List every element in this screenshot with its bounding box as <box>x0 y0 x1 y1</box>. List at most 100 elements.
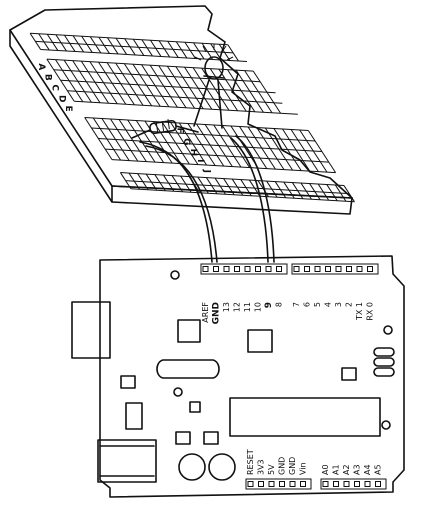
breadboard-grid-line <box>74 101 298 114</box>
usb-connector <box>72 302 110 358</box>
capacitor <box>176 432 190 444</box>
header-pin <box>280 482 285 487</box>
header-pin <box>214 267 219 272</box>
pin-label: Vin <box>299 462 308 475</box>
header-pin <box>357 267 362 272</box>
header-pin <box>290 482 295 487</box>
header-pin <box>326 267 331 272</box>
pin-label: 12 <box>233 302 242 312</box>
header-pin <box>305 267 310 272</box>
header-pin <box>368 267 373 272</box>
header-pin <box>259 482 264 487</box>
breadboard-grid-line <box>120 173 344 186</box>
breadboard-grid-line <box>98 139 322 152</box>
power-jack-detail <box>100 446 154 476</box>
breadboard-grid-line <box>131 189 355 202</box>
pin-label: A2 <box>342 464 351 475</box>
crystal-oscillator <box>157 360 219 378</box>
breadboard-row-letter: C <box>50 84 60 91</box>
digital-pin-header: AREFGND1312111098 765432TX 1RX 0 <box>201 264 378 324</box>
led-rim <box>204 76 224 78</box>
pin-label: 4 <box>324 302 333 307</box>
pin-label: A4 <box>363 464 372 475</box>
reset-button <box>179 454 205 480</box>
breadboard-row-letter: J <box>202 169 212 173</box>
breadboard-left-edge <box>10 30 112 202</box>
header-pin <box>245 267 250 272</box>
header-pin <box>355 482 360 487</box>
header-pin <box>336 267 341 272</box>
header-pin <box>266 267 271 272</box>
header-pin <box>203 267 208 272</box>
header-housing <box>246 479 311 489</box>
analog-pin-header: A0A1A2A3A4A5 <box>321 464 386 489</box>
pin-label: 3V3 <box>257 459 266 475</box>
capacitor <box>204 432 218 444</box>
header-pin <box>301 482 306 487</box>
pin-label: 11 <box>243 302 252 312</box>
pin-label: RX 0 <box>366 302 375 321</box>
breadboard: ABCDE FGHIJ <box>10 6 355 214</box>
pin-label: TX 1 <box>355 302 364 321</box>
led-leg-short <box>194 80 209 126</box>
pin-label: 5V <box>267 464 276 475</box>
breadboard-grid-line <box>92 128 316 141</box>
pin-label: 3 <box>334 302 343 307</box>
arduino-board: AREFGND1312111098765432TX 1RX 0 RESET3V3… <box>72 256 404 497</box>
header-pin <box>256 267 261 272</box>
pin-label: 5 <box>313 302 322 307</box>
header-pin <box>277 267 282 272</box>
pin-label: GND <box>278 457 287 475</box>
header-pin <box>323 482 328 487</box>
pin-label: 8 <box>275 302 284 307</box>
power-pin-header: RESET3V35VGNDGNDVin <box>246 449 311 489</box>
pin-label: GND <box>288 457 297 475</box>
header-pin <box>334 482 339 487</box>
breadboard-front-edge <box>112 198 352 214</box>
breadboard-grid-line <box>308 130 335 172</box>
pin-label: 7 <box>292 302 301 307</box>
breadboard-row-letter: H <box>188 149 198 157</box>
breadboard-grid-line <box>105 149 329 162</box>
header-pin <box>224 267 229 272</box>
breadboard-row-letter: E <box>63 105 73 111</box>
breadboard-row-letter: G <box>181 138 191 145</box>
pin-label: A1 <box>332 464 341 475</box>
header-pin <box>248 482 253 487</box>
header-pin <box>315 267 320 272</box>
mounting-hole <box>174 388 182 396</box>
header-pin <box>347 267 352 272</box>
led-leg-long <box>218 80 222 128</box>
breadboard-row-letter: B <box>43 74 53 81</box>
pin-label: A3 <box>353 464 362 475</box>
pin-label: 13 <box>222 302 231 312</box>
icsp-header <box>374 348 394 376</box>
mounting-hole <box>384 326 392 334</box>
header-pin <box>235 267 240 272</box>
breadboard-row-letter: A <box>36 63 46 70</box>
voltage-regulator <box>178 320 200 342</box>
header-pin <box>376 482 381 487</box>
pin-label: 10 <box>254 302 263 312</box>
pin-label: GND <box>212 302 222 324</box>
header-pin <box>294 267 299 272</box>
pin-label: 2 <box>345 302 354 307</box>
capacitor <box>121 376 135 388</box>
mounting-hole <box>382 421 390 429</box>
header-pin <box>365 482 370 487</box>
pin-label: 6 <box>303 302 312 307</box>
usb-chip <box>248 330 272 352</box>
mounting-hole <box>171 271 179 279</box>
header-housing <box>321 479 386 489</box>
electrolytic-capacitor <box>209 454 235 480</box>
header-pin <box>344 482 349 487</box>
pin-label: AREF <box>201 302 210 323</box>
breadboard-row-letter: I <box>195 159 205 162</box>
atmega-microcontroller <box>230 398 380 436</box>
smd-component <box>342 368 356 380</box>
pin-label: 9 <box>264 302 274 308</box>
regulator <box>126 403 142 429</box>
header-pin <box>269 482 274 487</box>
